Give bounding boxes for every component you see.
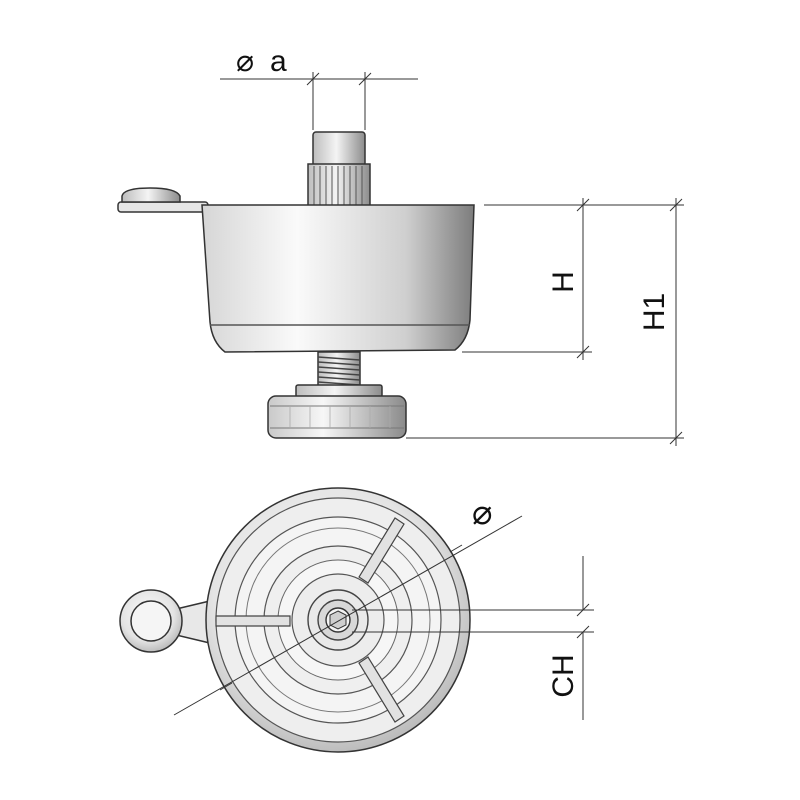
dim-diameter: ⌀ xyxy=(173,494,523,716)
top-view: ⌀ CH xyxy=(119,487,594,753)
ribs xyxy=(215,517,405,723)
top-tab xyxy=(119,589,215,653)
dim-diameter-symbol: ⌀ xyxy=(472,494,492,532)
hub xyxy=(307,589,369,651)
dim-h1-label: H1 xyxy=(638,293,671,331)
dim-ch-label: CH xyxy=(547,654,580,697)
dim-h1: H1 xyxy=(406,198,684,446)
side-tab xyxy=(117,187,209,213)
side-view: ⌀ a H H1 xyxy=(117,45,684,446)
threaded-stem xyxy=(295,351,383,398)
dim-ch: CH xyxy=(352,556,594,720)
dim-h: H xyxy=(462,198,592,360)
cup-body xyxy=(201,204,475,353)
dim-a: ⌀ a xyxy=(220,45,418,130)
dim-a-label: a xyxy=(270,45,287,78)
foot-pad xyxy=(267,395,407,439)
knurled-shaft xyxy=(307,131,371,207)
dim-h-label: H xyxy=(547,271,580,293)
dim-a-symbol: ⌀ xyxy=(236,45,254,78)
